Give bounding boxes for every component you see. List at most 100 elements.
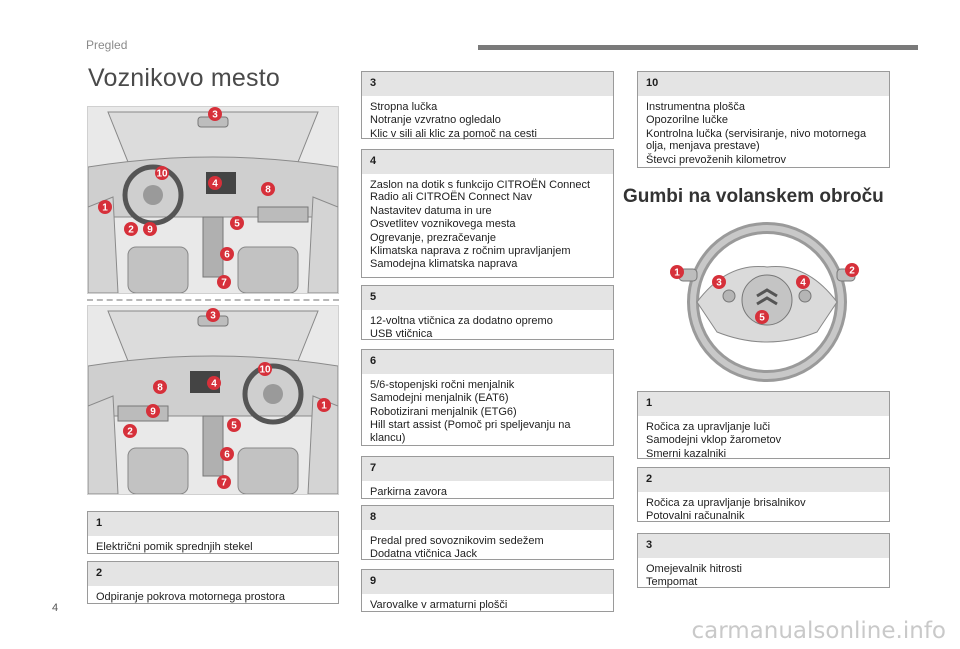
marker-8: 8 — [153, 380, 167, 394]
marker-7: 7 — [217, 275, 231, 289]
figure-divider — [87, 299, 339, 301]
marker-9: 9 — [143, 222, 157, 236]
legend-box-number: 9 — [362, 570, 613, 594]
dashboard-illustration-lhd: 3 10 4 8 1 5 2 9 6 7 — [87, 107, 339, 294]
marker-10: 10 — [155, 166, 169, 180]
legend-box-number: 7 — [362, 457, 613, 481]
legend-box-number: 4 — [362, 150, 613, 174]
legend-box-number: 3 — [638, 534, 889, 558]
legend-box-number: 2 — [638, 468, 889, 492]
dashboard-figure-lhd: 3 10 4 8 1 5 2 9 6 7 — [87, 106, 339, 294]
figure-markers-rhd: 3 10 8 4 1 9 5 2 6 7 — [123, 308, 331, 489]
legend-box-line: Električni pomik sprednjih stekel — [96, 541, 253, 553]
legend-box-6: 6 5/6-stopenjski ročni menjalnik Samodej… — [361, 349, 614, 446]
svg-text:7: 7 — [221, 478, 227, 489]
svg-text:5: 5 — [234, 219, 240, 230]
legend-box-line: Opozorilne lučke — [646, 114, 728, 127]
marker-1: 1 — [98, 200, 112, 214]
steering-wheel-illustration: 1 2 3 4 5 — [670, 222, 859, 382]
dashboard-illustration-rhd: 3 10 8 4 1 9 5 2 6 7 — [87, 306, 339, 495]
marker-4: 4 — [208, 176, 222, 190]
legend-box-number: 5 — [362, 286, 613, 310]
svg-text:3: 3 — [212, 110, 218, 121]
legend-box-line: Varovalke v armaturni plošči — [370, 599, 508, 611]
svg-text:4: 4 — [800, 278, 806, 289]
legend-box-line: Ogrevanje, prezračevanje — [370, 231, 496, 244]
page-number: 4 — [52, 602, 59, 614]
figure-markers-lhd: 3 10 4 8 1 5 2 9 6 7 — [98, 107, 275, 289]
svg-text:8: 8 — [157, 383, 163, 394]
legend-box-number: 1 — [638, 392, 889, 416]
legend-box-line: Samodejni menjalnik (EAT6) — [370, 392, 509, 405]
wheel-legend-box-1: 1 Ročica za upravljanje luči Samodejni v… — [637, 391, 890, 460]
legend-box-9: 9 Varovalke v armaturni plošči — [361, 569, 614, 612]
legend-box-line: Klic v sili ali klic za pomoč na cesti — [370, 127, 537, 140]
svg-text:6: 6 — [224, 450, 230, 461]
marker-3: 3 — [712, 275, 726, 289]
legend-box-line: 12-voltna vtičnica za dodatno opremo — [370, 315, 553, 327]
section-label: Pregled — [86, 38, 128, 52]
marker-2: 2 — [845, 263, 859, 277]
legend-box-line: Notranje vzvratno ogledalo — [370, 114, 501, 127]
header-bar — [478, 45, 918, 50]
legend-box-line: Predal pred sovoznikovim sedežem — [370, 535, 544, 547]
watermark: carmanualsonline.info — [691, 618, 946, 644]
legend-box-line: Tempomat — [646, 576, 698, 589]
steering-wheel-figure: 1 2 3 4 5 — [667, 222, 867, 382]
legend-box-line: Zaslon na dotik s funkcijo CITROËN Conne… — [370, 179, 591, 204]
legend-box-line: Nastavitev datuma in ure — [370, 204, 492, 217]
dashboard-figure-rhd: 3 10 8 4 1 9 5 2 6 7 — [87, 305, 339, 495]
svg-text:6: 6 — [224, 250, 230, 261]
svg-text:1: 1 — [321, 401, 327, 412]
legend-box-8: 8 Predal pred sovoznikovim sedežem Dodat… — [361, 505, 614, 560]
marker-6: 6 — [220, 247, 234, 261]
legend-box-number: 1 — [88, 512, 338, 536]
legend-box-line: USB vtičnica — [370, 328, 433, 341]
legend-box-10: 10 Instrumentna plošča Opozorilne lučke … — [637, 71, 890, 168]
svg-text:7: 7 — [221, 278, 227, 289]
svg-text:3: 3 — [210, 311, 216, 322]
legend-box-line: Robotizirani menjalnik (ETG6) — [370, 405, 517, 418]
legend-box-5: 5 12-voltna vtičnica za dodatno opremo U… — [361, 285, 614, 340]
legend-box-line: Omejevalnik hitrosti — [646, 563, 742, 575]
marker-1: 1 — [670, 265, 684, 279]
legend-box-line: 5/6-stopenjski ročni menjalnik — [370, 379, 515, 391]
legend-box-2: 2 Odpiranje pokrova motornega prostora — [87, 561, 339, 604]
svg-text:1: 1 — [674, 268, 680, 279]
svg-text:2: 2 — [849, 266, 855, 277]
legend-box-line: Števci prevoženih kilometrov — [646, 153, 787, 166]
legend-box-4: 4 Zaslon na dotik s funkcijo CITROËN Con… — [361, 149, 614, 278]
legend-box-line: Kontrolna lučka (servisiranje, nivo moto… — [646, 127, 867, 153]
svg-text:2: 2 — [128, 225, 134, 236]
marker-10: 10 — [258, 362, 272, 376]
legend-box-line: Ročica za upravljanje brisalnikov — [646, 497, 806, 509]
legend-box-line: Odpiranje pokrova motornega prostora — [96, 591, 285, 603]
marker-4: 4 — [207, 376, 221, 390]
marker-5: 5 — [755, 310, 769, 324]
legend-box-line: Dodatna vtičnica Jack — [370, 548, 477, 561]
legend-box-1: 1 Električni pomik sprednjih stekel — [87, 511, 339, 554]
legend-box-line: Smerni kazalniki — [646, 447, 727, 460]
steering-wheel-heading: Gumbi na volanskem obroču — [623, 186, 884, 207]
legend-box-line: Samodejni vklop žarometov — [646, 434, 782, 447]
marker-9: 9 — [146, 404, 160, 418]
svg-text:10: 10 — [259, 365, 271, 376]
marker-1: 1 — [317, 398, 331, 412]
svg-text:4: 4 — [212, 179, 218, 190]
wheel-legend-box-2: 2 Ročica za upravljanje brisalnikov Poto… — [637, 467, 890, 522]
marker-2: 2 — [123, 424, 137, 438]
page-title: Voznikovo mesto — [88, 64, 280, 92]
svg-text:3: 3 — [716, 278, 722, 289]
marker-6: 6 — [220, 447, 234, 461]
legend-box-number: 6 — [362, 350, 613, 374]
marker-8: 8 — [261, 182, 275, 196]
wheel-markers: 1 2 3 4 5 — [670, 263, 859, 324]
svg-text:4: 4 — [211, 379, 217, 390]
legend-box-line: Potovalni računalnik — [646, 510, 745, 523]
legend-box-line: Osvetlitev voznikovega mesta — [370, 218, 516, 231]
legend-box-3: 3 Stropna lučka Notranje vzvratno ogleda… — [361, 71, 614, 140]
svg-text:8: 8 — [265, 185, 271, 196]
legend-box-line: Instrumentna plošča — [646, 101, 746, 113]
legend-box-number: 8 — [362, 506, 613, 530]
marker-3: 3 — [206, 308, 220, 322]
